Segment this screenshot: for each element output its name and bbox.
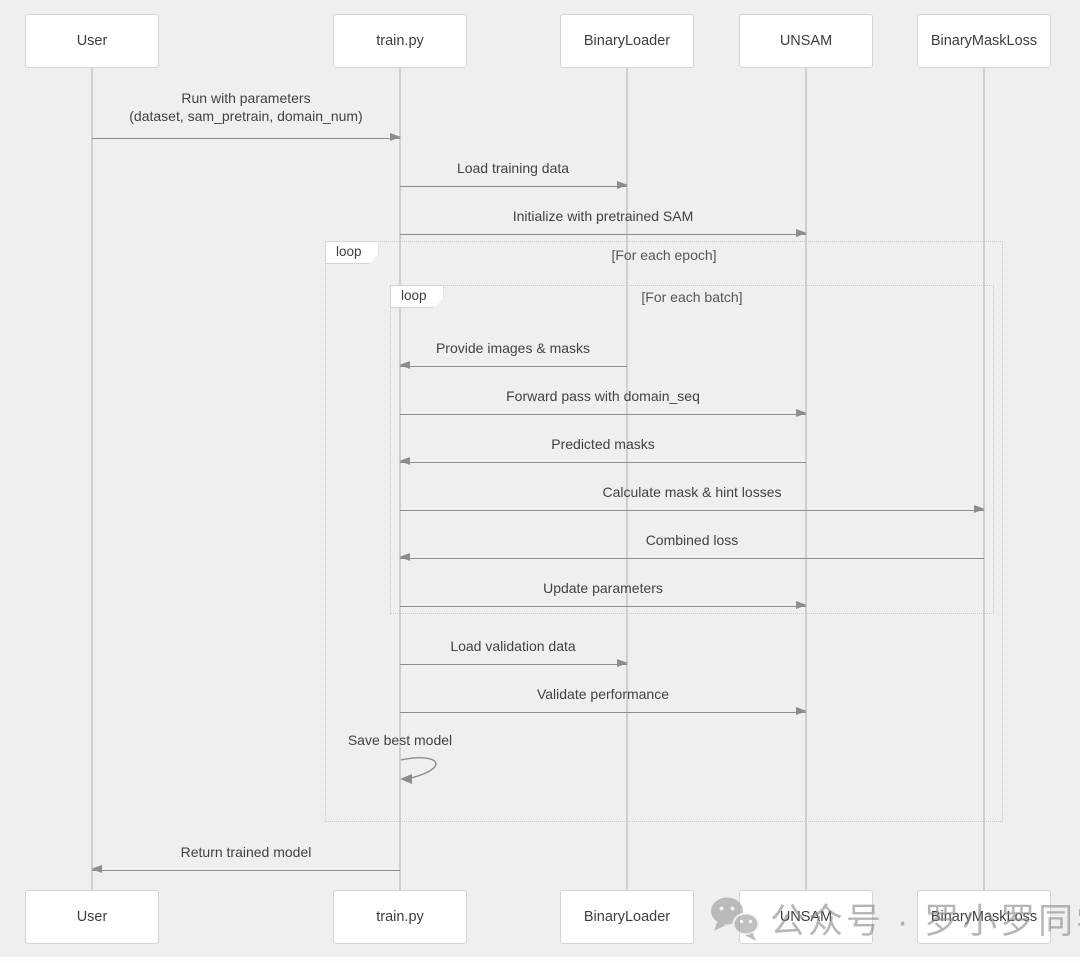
loop-batch-frame	[390, 285, 994, 614]
arrow-load-training-data	[400, 181, 628, 190]
loop-epoch-condition: [For each epoch]	[611, 247, 717, 263]
message-combined-loss: Combined loss	[645, 532, 739, 548]
arrow-predicted-masks	[399, 457, 806, 466]
participant-unsam-bottom: UNSAM	[739, 890, 873, 944]
arrow-validate-performance	[400, 707, 807, 716]
arrow-forward-pass	[400, 409, 807, 418]
arrow-provide-images-masks	[399, 361, 627, 370]
arrow-return-trained-model	[91, 865, 400, 874]
loop-epoch-frame	[325, 241, 1003, 822]
participant-user-bottom: User	[25, 890, 159, 944]
arrow-initialize-sam	[400, 229, 807, 238]
message-calculate-losses: Calculate mask & hint losses	[602, 484, 782, 500]
bottom-strip	[0, 957, 1080, 963]
message-update-parameters: Update parameters	[543, 580, 663, 596]
message-validate-performance: Validate performance	[536, 686, 670, 702]
message-line-2: (dataset, sam_pretrain, domain_num)	[129, 108, 363, 124]
lifeline-binarymaskloss	[983, 68, 985, 890]
loop-epoch-label: loop	[325, 241, 379, 264]
message-forward-pass: Forward pass with domain_seq	[506, 388, 700, 404]
arrow-run-with-parameters	[92, 133, 401, 142]
message-predicted-masks: Predicted masks	[551, 436, 655, 452]
participant-binarymaskloss-top: BinaryMaskLoss	[917, 14, 1051, 68]
message-initialize-sam: Initialize with pretrained SAM	[512, 208, 694, 224]
message-line-1: Run with parameters	[181, 90, 311, 106]
participant-binaryloader-bottom: BinaryLoader	[560, 890, 694, 944]
self-loop-arrow	[400, 757, 437, 784]
loop-batch-condition: [For each batch]	[641, 289, 743, 305]
message-provide-images-masks: Provide images & masks	[435, 340, 591, 356]
participant-user-top: User	[25, 14, 159, 68]
message-return-trained-model: Return trained model	[180, 844, 312, 860]
participant-train-py-bottom: train.py	[333, 890, 467, 944]
participant-unsam-top: UNSAM	[739, 14, 873, 68]
participant-binaryloader-top: BinaryLoader	[560, 14, 694, 68]
message-run-with-parameters: Run with parameters (dataset, sam_pretra…	[46, 89, 446, 125]
arrow-combined-loss	[399, 553, 984, 562]
arrow-load-validation-data	[400, 659, 628, 668]
participant-binarymaskloss-bottom: BinaryMaskLoss	[917, 890, 1051, 944]
lifeline-train-py	[399, 68, 401, 890]
arrow-calculate-losses	[400, 505, 985, 514]
message-load-training-data: Load training data	[456, 160, 570, 176]
message-save-best-model: Save best model	[347, 732, 453, 748]
participant-train-py-top: train.py	[333, 14, 467, 68]
message-load-validation-data: Load validation data	[450, 638, 576, 654]
arrow-update-parameters	[400, 601, 807, 610]
loop-batch-label: loop	[390, 285, 444, 308]
lifeline-binaryloader	[626, 68, 628, 890]
lifeline-user	[91, 68, 93, 890]
lifeline-unsam	[805, 68, 807, 890]
